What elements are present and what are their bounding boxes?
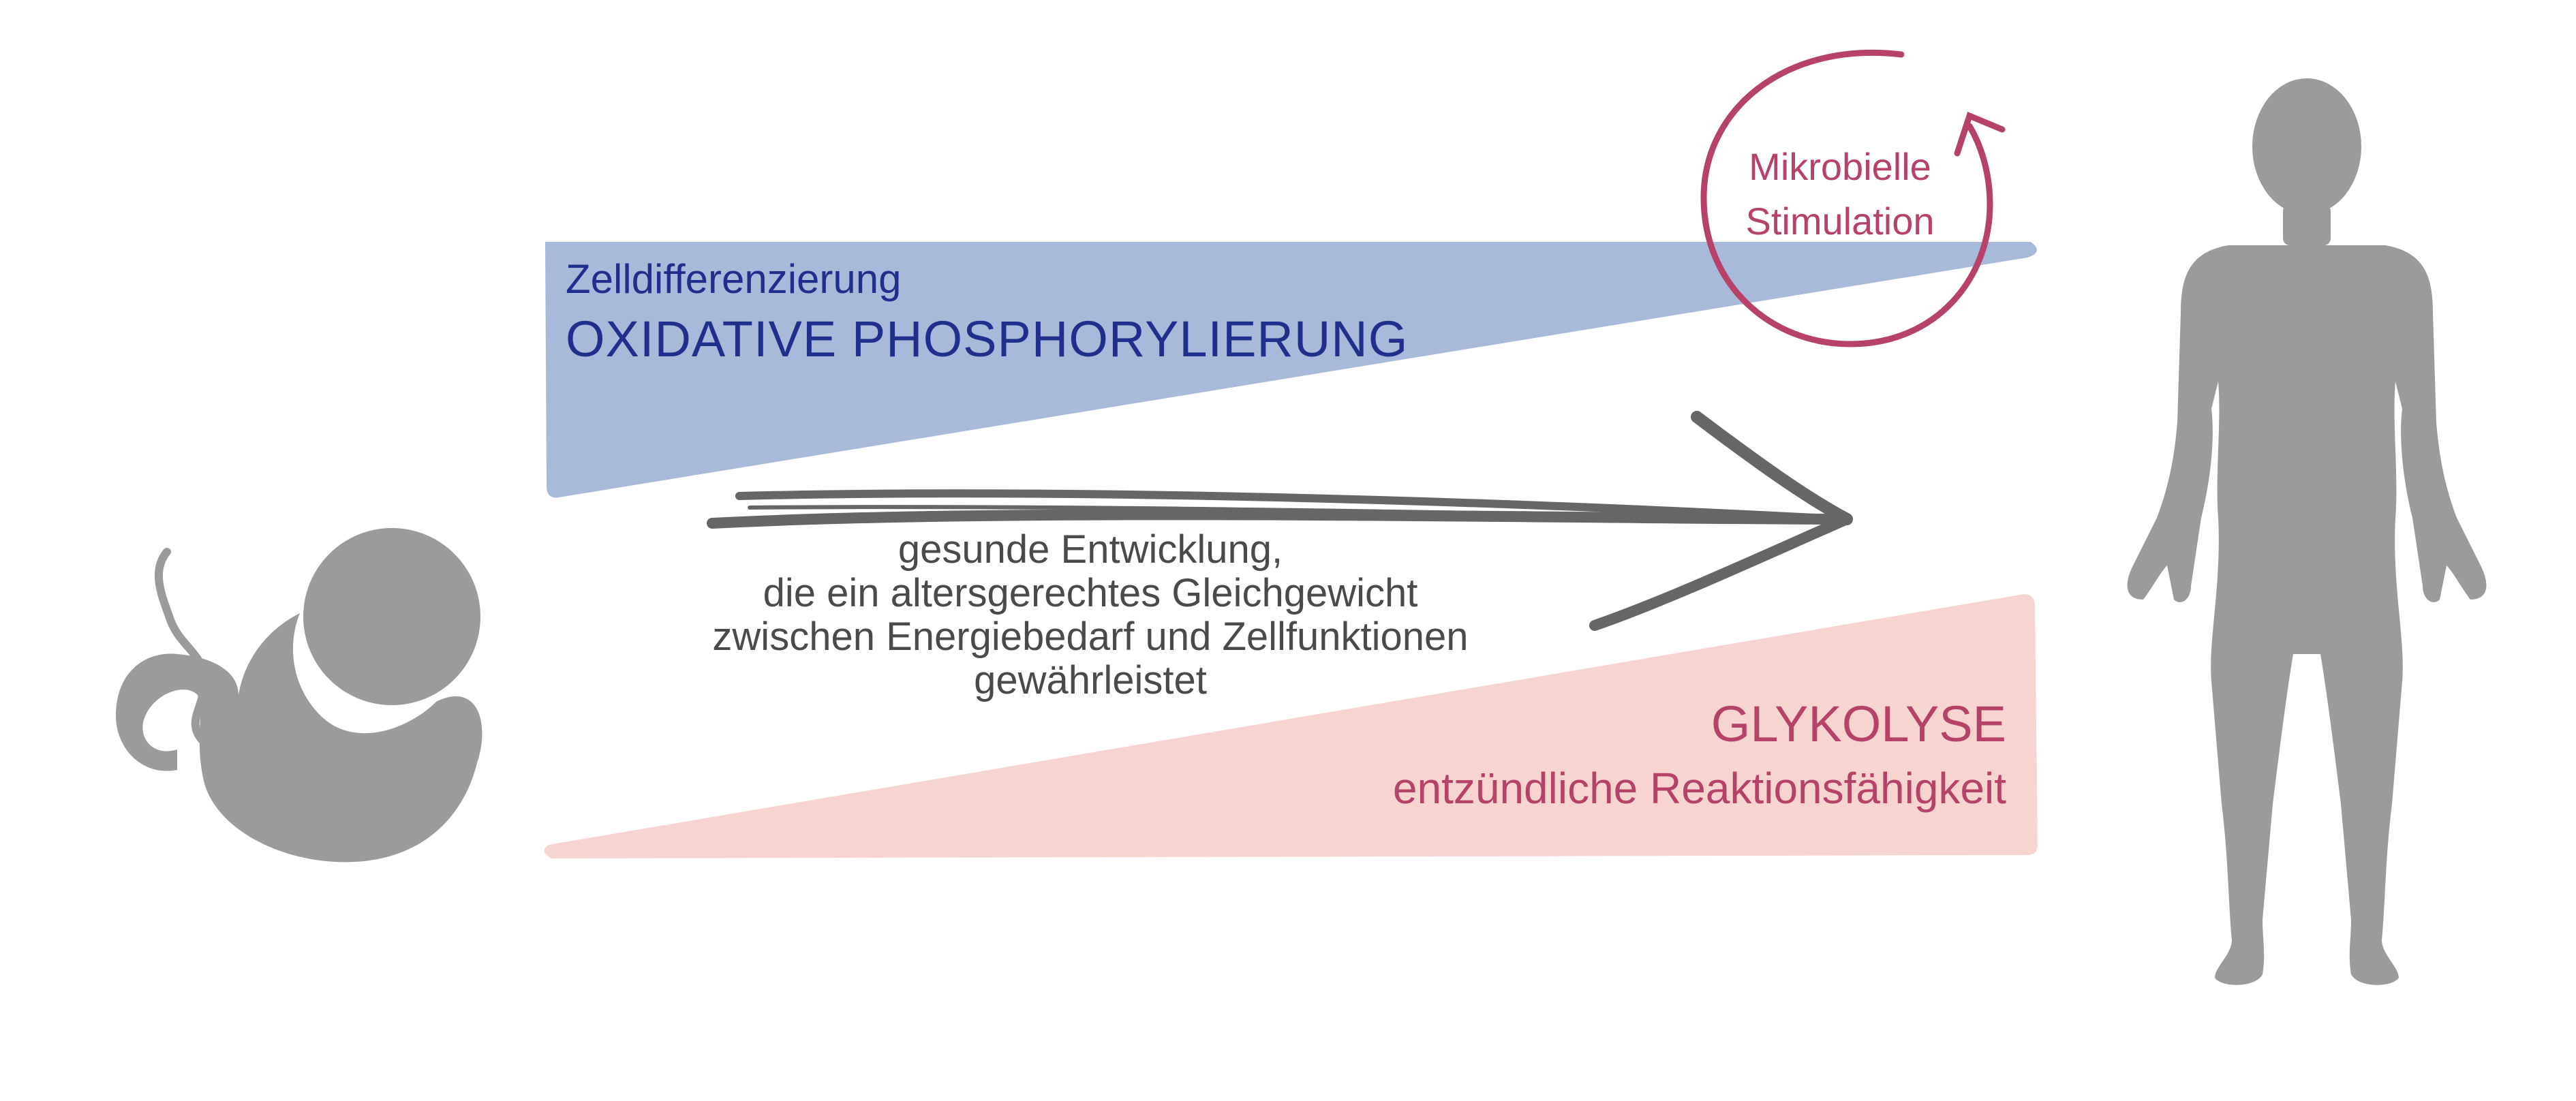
development-description: gesunde Entwicklung, die ein altersgerec… (641, 528, 1540, 702)
glycolysis-wedge (544, 594, 2038, 858)
microbial-line: Mikrobielle (1749, 145, 1931, 188)
glycolysis-title: GLYKOLYSE (1711, 696, 2006, 752)
development-line: gewährleistet (974, 658, 1207, 702)
microbial-stimulation-label: Mikrobielle Stimulation (1697, 140, 1983, 249)
development-line: die ein altersgerechtes Gleichgewicht (763, 571, 1418, 615)
development-arrow (707, 411, 1853, 631)
development-line: gesunde Entwicklung, (898, 527, 1283, 572)
fetus-icon (116, 528, 482, 863)
adult-human-icon (2127, 78, 2487, 985)
oxidative-wedge (545, 242, 2037, 498)
oxidative-subtitle: Zelldifferenzierung (566, 256, 902, 302)
microbial-line: Stimulation (1745, 200, 1935, 243)
umbilical-cord (154, 548, 259, 794)
microbial-cycle-arrow (1700, 49, 2006, 347)
glycolysis-subtitle: entzündliche Reaktionsfähigkeit (1392, 764, 2006, 813)
development-line: zwischen Energiebedarf und Zellfunktione… (712, 615, 1469, 659)
oxidative-title: OXIDATIVE PHOSPHORYLIERUNG (566, 311, 1409, 367)
